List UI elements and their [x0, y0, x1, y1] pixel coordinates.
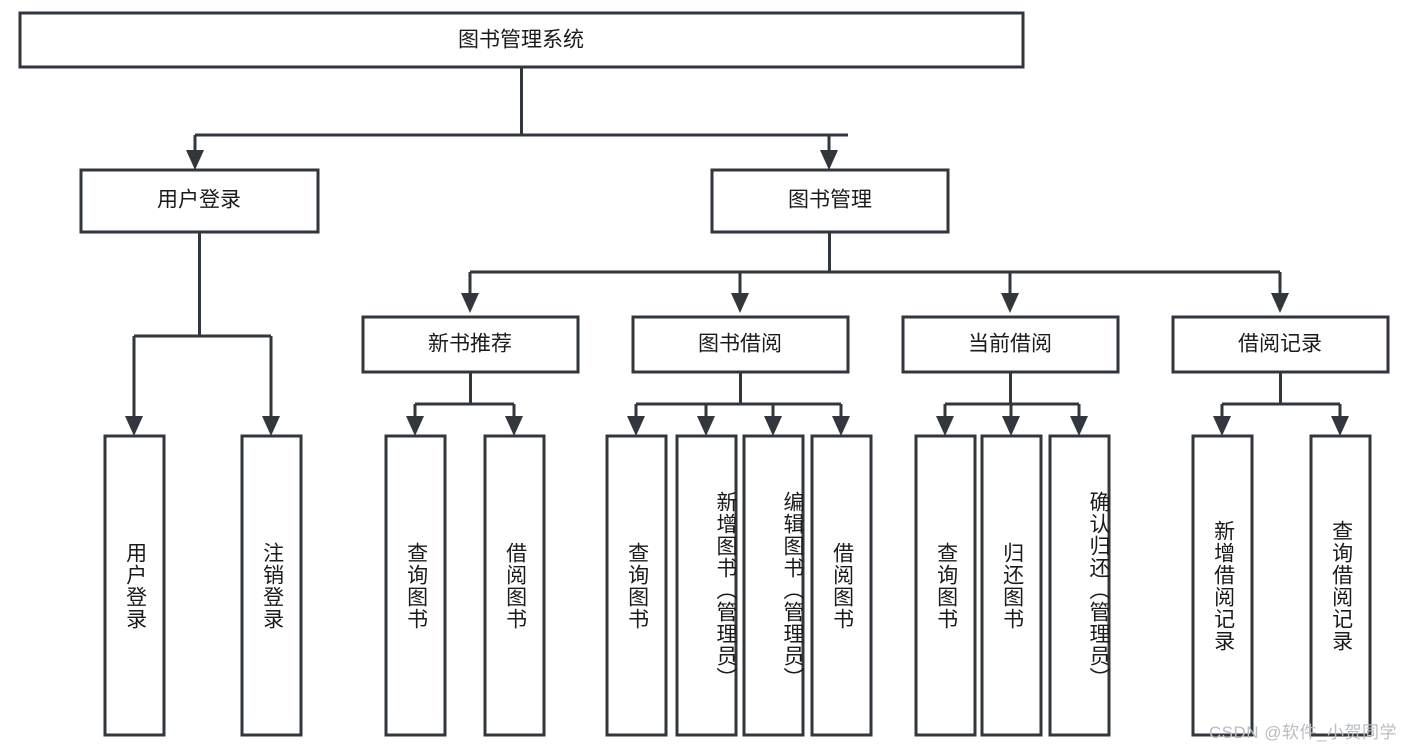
node-book-management[interactable]: 图书管理: [710, 168, 950, 234]
node-root[interactable]: 图书管理系统: [18, 11, 1025, 69]
node-leaf-logout-login[interactable]: [240, 434, 303, 737]
node-leaf-borrow-book-2[interactable]: [810, 434, 873, 737]
node-borrow-record[interactable]: 借阅记录: [1171, 315, 1390, 374]
node-root-label: 图书管理系统: [458, 29, 584, 52]
node-leaf-query-book-3[interactable]: [914, 434, 977, 737]
node-new-book-recommend[interactable]: 新书推荐: [361, 315, 580, 374]
node-leaf-query-book-1[interactable]: [384, 434, 447, 737]
connector-bookmgmt-to-level3: [461, 232, 1289, 313]
node-leaf-query-record[interactable]: [1309, 434, 1372, 737]
node-current-borrow[interactable]: 当前借阅: [901, 315, 1120, 374]
connector-userlogin-to-leaves: [125, 232, 280, 436]
node-leaf-query-book-2[interactable]: [605, 434, 668, 737]
connector-newbook-to-leaves: [406, 372, 523, 436]
node-user-login-label: 用户登录: [157, 189, 241, 212]
node-new-book-recommend-label: 新书推荐: [428, 333, 512, 356]
node-book-borrow[interactable]: 图书借阅: [631, 315, 850, 374]
node-leaf-edit-book[interactable]: [742, 434, 805, 737]
node-user-login[interactable]: 用户登录: [79, 168, 320, 234]
node-borrow-record-label: 借阅记录: [1238, 333, 1322, 356]
node-leaf-add-book[interactable]: [675, 434, 738, 737]
node-leaf-confirm-return[interactable]: [1048, 434, 1111, 737]
node-leaf-user-login[interactable]: [103, 434, 166, 737]
node-book-borrow-label: 图书借阅: [698, 333, 782, 356]
connector-root-to-level2: [186, 67, 848, 170]
connector-borrowrecord-to-leaves: [1213, 372, 1349, 436]
node-leaf-return-book[interactable]: [980, 434, 1043, 737]
csdn-watermark: CSDN @软件_小贺同学: [1208, 723, 1397, 742]
connector-bookborrow-to-leaves: [627, 372, 850, 436]
connector-currentborrow-to-leaves: [936, 372, 1088, 436]
node-leaf-borrow-book-1[interactable]: [483, 434, 546, 737]
node-leaf-add-record[interactable]: [1191, 434, 1254, 737]
node-book-management-label: 图书管理: [788, 189, 872, 212]
node-current-borrow-label: 当前借阅: [968, 333, 1052, 356]
